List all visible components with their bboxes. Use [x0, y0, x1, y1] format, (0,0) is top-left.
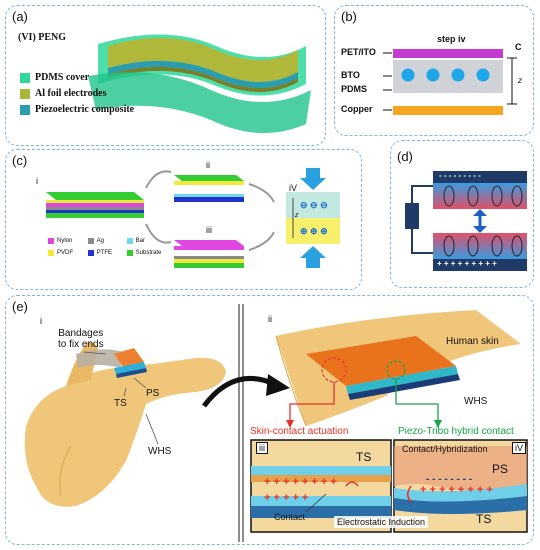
- panel-d: (d) - - - - - - - - - + + + + + + + + +: [390, 140, 534, 288]
- panel-a-legend: PDMS cover Al foil electrodes Piezoelect…: [20, 72, 134, 115]
- triboelectric-layers-diagram: [46, 168, 340, 268]
- layer-label-pdms: PDMS: [341, 84, 368, 94]
- inset-iv-label: iV: [512, 442, 527, 454]
- inset-ts-label-2: TS: [476, 512, 492, 526]
- panel-a-label: (a): [12, 9, 28, 24]
- top-negative-charges: - - - - - - - - -: [439, 171, 481, 180]
- dipole-diagram: [405, 171, 527, 271]
- panel-c: (c) i ii iii iV z ⊖ ⊖ ⊖ ⊕ ⊕ ⊕: [5, 149, 362, 290]
- layer-label-copper: Copper: [341, 104, 373, 114]
- panel-c-sub-iii: iii: [206, 225, 212, 235]
- legend-text-pvdf: PVDF: [57, 250, 74, 256]
- legend-text-ag: Ag: [96, 238, 104, 244]
- legend-text-substrate: Substrate: [135, 250, 162, 256]
- iv-z-label: z: [295, 212, 299, 219]
- panel-b-label: (b): [341, 9, 357, 24]
- contact-label: Contact: [274, 512, 306, 522]
- skin-contact-actuation-label: Skin-contact actuation: [250, 426, 349, 437]
- legend-text-piezo: Piezoelectric composite: [35, 104, 135, 115]
- capacitance-label: C: [515, 42, 522, 52]
- legend-text-nylon: Nylon: [57, 238, 73, 244]
- panel-c-sub-i: i: [36, 176, 38, 186]
- panel-e-sub-ii: ii: [268, 314, 272, 324]
- electrostatic-induction-label: Electrostatic Induction: [334, 516, 429, 528]
- layer-stack-diagram: [383, 49, 517, 115]
- inset-iii-plus-row-1: + + + + + + + +: [264, 476, 337, 488]
- bottom-positive-charges: + + + + + + + + +: [437, 259, 497, 268]
- legend-swatch-al: [20, 88, 30, 99]
- panel-c-sub-ii: ii: [206, 160, 210, 170]
- panel-a: (a) (VI) PENG PDMS cover Al foil electro…: [5, 5, 326, 146]
- ps-label: PS: [146, 388, 160, 399]
- iv-plus-charges: ⊕ ⊕ ⊕: [300, 226, 328, 236]
- step-label: step iv: [437, 34, 466, 44]
- whs-label-right: WHS: [464, 396, 488, 407]
- panel-a-title: (VI) PENG: [18, 32, 67, 43]
- contact-hybridization-label: Contact/Hybridization: [402, 444, 488, 454]
- bandages-label: Bandages to fix ends: [58, 328, 104, 350]
- panel-e-sub-i: i: [40, 316, 42, 326]
- legend-swatch-pdms: [20, 72, 30, 83]
- inset-iv-minus-row: - - - - - - - -: [426, 474, 473, 485]
- iv-minus-charges: ⊖ ⊖ ⊖: [300, 200, 328, 210]
- whs-label: WHS: [148, 446, 172, 457]
- inset-ts-label: TS: [356, 450, 372, 464]
- legend-swatch-nylon: [48, 238, 54, 244]
- inset-iv-plus-row: + + + + + + + +: [420, 484, 493, 496]
- legend-text-bar: Bar: [135, 238, 145, 244]
- legend-swatch-substrate: [126, 250, 133, 256]
- legend-text-ptfe: PTFE: [96, 250, 112, 256]
- ts-label: TS: [114, 398, 127, 409]
- panel-c-sub-iv: iV: [289, 183, 298, 193]
- wearable-sensor-illustration: [24, 304, 528, 542]
- inset-iii-plus-row-2: + + + + +: [264, 492, 309, 504]
- piezo-tribo-label: Piezo-Tribo hybrid contact: [398, 426, 514, 437]
- panel-b: (b) step iv PET/ITO BTO PDMS Copper C z: [334, 5, 534, 136]
- z-axis-label: z: [518, 76, 522, 85]
- inset-iii-label: iii: [256, 442, 268, 454]
- panel-e: (e) i ii: [5, 295, 534, 545]
- layer-label-pet: PET/ITO: [341, 47, 376, 57]
- legend-text-pdms: PDMS cover: [35, 72, 90, 83]
- legend-swatch-piezo: [20, 104, 30, 115]
- peng-device-illustration: [88, 34, 311, 134]
- legend-swatch-ag: [87, 238, 94, 244]
- human-skin-label: Human skin: [446, 336, 499, 347]
- panel-e-label: (e): [12, 299, 28, 314]
- panel-c-label: (c): [12, 153, 28, 168]
- inset-ps-label: PS: [492, 462, 509, 476]
- layer-label-bto: BTO: [341, 70, 360, 80]
- legend-swatch-pvdf: [48, 250, 54, 256]
- legend-swatch-bar: [126, 238, 133, 244]
- panel-d-label: (d): [397, 149, 413, 164]
- panel-c-legend: Nylon Ag Bar PVDF PTFE Substrate: [48, 238, 168, 256]
- legend-swatch-ptfe: [87, 250, 94, 256]
- legend-text-al: Al foil electrodes: [35, 88, 107, 99]
